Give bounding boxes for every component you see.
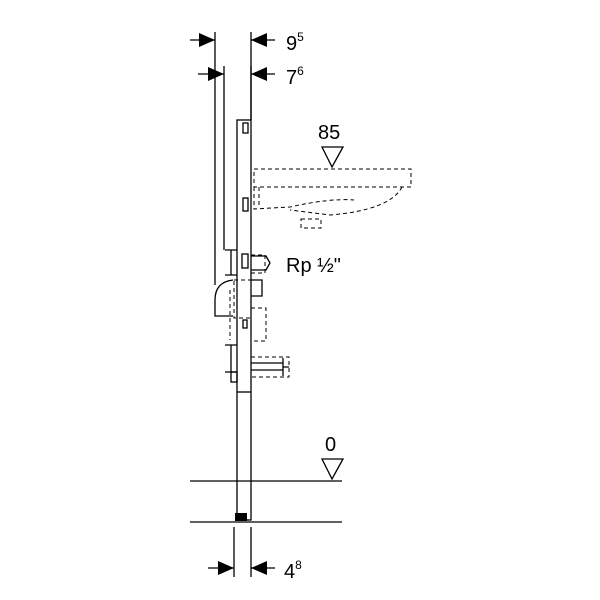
svg-text:76: 76 (286, 64, 304, 89)
dim-bottom-value: 4 (284, 561, 295, 583)
fittings: Rp ½" (214, 249, 341, 383)
dimension-bottom: 48 (208, 527, 302, 583)
dim-second-sup: 6 (297, 64, 304, 78)
dim-bottom-sup: 8 (295, 558, 302, 572)
svg-text:48: 48 (284, 558, 302, 583)
washbasin-outline: 85 (253, 122, 412, 229)
dim-top-value: 9 (286, 33, 297, 55)
dimension-second: 76 (198, 64, 304, 250)
dim-second-value: 7 (286, 67, 297, 89)
svg-text:95: 95 (286, 30, 304, 55)
connection-size-label: Rp ½" (286, 255, 341, 277)
frame-column (235, 119, 252, 521)
floor-level: 0 (190, 434, 345, 523)
basin-height-label: 85 (318, 122, 340, 144)
floor-level-label: 0 (325, 434, 336, 456)
dim-top-sup: 5 (297, 30, 304, 44)
